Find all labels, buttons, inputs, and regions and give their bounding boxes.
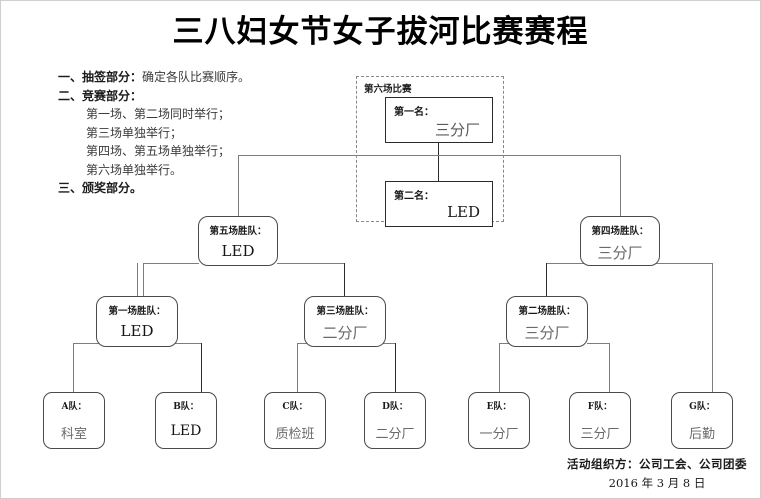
footer: 活动组织方：公司工会、公司团委 2016 年 3 月 8 日: [567, 456, 747, 491]
team-box-a[interactable]: A队： 科室: [43, 392, 105, 449]
team-a-label: A队：: [61, 402, 87, 412]
second-place-box[interactable]: 第二名： LED: [385, 181, 493, 227]
connector-final-vertical: [438, 142, 439, 182]
note-line: 第六场单独举行。: [58, 161, 348, 180]
match5-winner-value: LED: [221, 242, 255, 260]
connector-team-a-stem: [73, 361, 74, 392]
team-b-label: B队：: [173, 402, 199, 412]
connector-team-c-stem: [297, 361, 298, 392]
team-c-value: 质检班: [275, 427, 315, 442]
connector-spine-to-semifinal-right: [620, 155, 621, 218]
second-place-label: 第二名：: [394, 191, 434, 202]
team-g-value: 后勤: [688, 427, 715, 442]
connector-qf3-stem: [344, 263, 345, 303]
note-tail: 第四场、第五场单独举行；: [86, 144, 231, 158]
team-f-label: F队：: [587, 402, 613, 412]
connector-semifinal-right-bar-r: [651, 263, 713, 264]
note-tail: 确定各队比赛顺序。: [142, 70, 251, 84]
match2-winner-box[interactable]: 第二场胜队： 三分厂: [506, 296, 588, 347]
first-place-label: 第一名：: [394, 107, 434, 118]
match4-winner-label: 第四场胜队：: [591, 226, 649, 237]
match1-winner-value: LED: [120, 322, 154, 340]
team-box-d[interactable]: D队： 二分厂: [364, 392, 426, 449]
connector-team-d-stem: [395, 361, 396, 392]
connector-qf3-bar-r: [372, 343, 396, 344]
connector-team-g-stem: [712, 361, 713, 392]
second-place-value: LED: [447, 203, 480, 221]
match4-winner-box[interactable]: 第四场胜队： 三分厂: [580, 216, 660, 266]
connector-qf2-bar-l: [499, 343, 515, 344]
match5-winner-box[interactable]: 第五场胜队： LED: [198, 216, 278, 266]
first-place-box[interactable]: 第一名： 三分厂: [385, 97, 493, 143]
connector-semifinal-left-drop-l: [143, 263, 144, 303]
match1-winner-label: 第一场胜队：: [108, 306, 166, 317]
note-line: 三、颁奖部分。: [58, 179, 348, 198]
match3-winner-value: 二分厂: [322, 324, 368, 342]
connector-team-f-stem: [609, 361, 610, 392]
match1-winner-box[interactable]: 第一场胜队： LED: [96, 296, 178, 347]
team-a-value: 科室: [60, 427, 87, 442]
connector-qf2-stem: [546, 263, 547, 303]
match3-winner-box[interactable]: 第三场胜队： 二分厂: [304, 296, 386, 347]
first-place-value: 三分厂: [434, 121, 480, 139]
note-line: 一、抽签部分：确定各队比赛顺序。: [58, 68, 348, 87]
connector-team-e-stem: [499, 361, 500, 392]
notes-block: 一、抽签部分：确定各队比赛顺序。 二、竞赛部分： 第一场、第二场同时举行； 第三…: [58, 68, 348, 198]
team-b-value: LED: [170, 423, 202, 439]
team-box-f[interactable]: F队： 三分厂: [569, 392, 631, 449]
connector-semifinal-left-bar-r: [277, 263, 345, 264]
match2-winner-value: 三分厂: [524, 324, 570, 342]
team-box-b[interactable]: B队： LED: [155, 392, 217, 449]
connector-qf1-stem: [137, 263, 138, 303]
connector-semifinal-left-bar-l: [143, 263, 199, 264]
note-tail: 第一场、第二场同时举行；: [86, 107, 231, 121]
connector-semifinal-right-bar-l: [546, 263, 591, 264]
match3-winner-label: 第三场胜队：: [316, 306, 374, 317]
match2-winner-label: 第二场胜队：: [518, 306, 576, 317]
note-line: 二、竞赛部分：: [58, 87, 348, 106]
note-lead: 二、竞赛部分：: [58, 88, 143, 103]
match4-winner-value: 三分厂: [597, 244, 643, 262]
connector-spine-horizontal: [238, 155, 620, 156]
team-e-label: E队：: [486, 402, 512, 412]
team-e-value: 一分厂: [479, 427, 519, 442]
note-lead: 三、颁奖部分。: [58, 181, 143, 195]
team-d-label: D队：: [382, 402, 408, 412]
connector-spine-to-semifinal-left: [238, 155, 239, 218]
team-box-e[interactable]: E队： 一分厂: [468, 392, 530, 449]
note-tail: 第三场单独举行；: [86, 125, 183, 140]
team-g-label: G队：: [689, 402, 715, 412]
team-d-value: 二分厂: [375, 427, 415, 442]
note-lead: 一、抽签部分：: [58, 70, 143, 84]
connector-semifinal-right-drop-g: [712, 263, 713, 393]
team-box-g[interactable]: G队： 后勤: [671, 392, 733, 449]
footer-organizer: 活动组织方：公司工会、公司团委: [567, 457, 747, 471]
team-box-c[interactable]: C队： 质检班: [264, 392, 326, 449]
note-tail: 第六场单独举行。: [86, 162, 183, 177]
note-line: 第三场单独举行；: [58, 124, 348, 143]
page-title: 三八妇女节女子拔河比赛赛程: [172, 14, 589, 50]
connector-team-b-stem: [201, 361, 202, 392]
connector-qf2-bar-r: [587, 343, 610, 344]
team-f-value: 三分厂: [580, 427, 620, 442]
match5-winner-label: 第五场胜队：: [209, 226, 267, 237]
connector-qf1-bar-l: [73, 343, 105, 344]
team-c-label: C队：: [282, 402, 308, 412]
footer-date: 2016 年 3 月 8 日: [608, 476, 706, 490]
final-match-group-label: 第六场比赛: [364, 84, 412, 95]
note-line: 第四场、第五场单独举行；: [58, 142, 348, 161]
note-line: 第一场、第二场同时举行；: [58, 105, 348, 124]
connector-qf1-bar-r: [169, 343, 202, 344]
